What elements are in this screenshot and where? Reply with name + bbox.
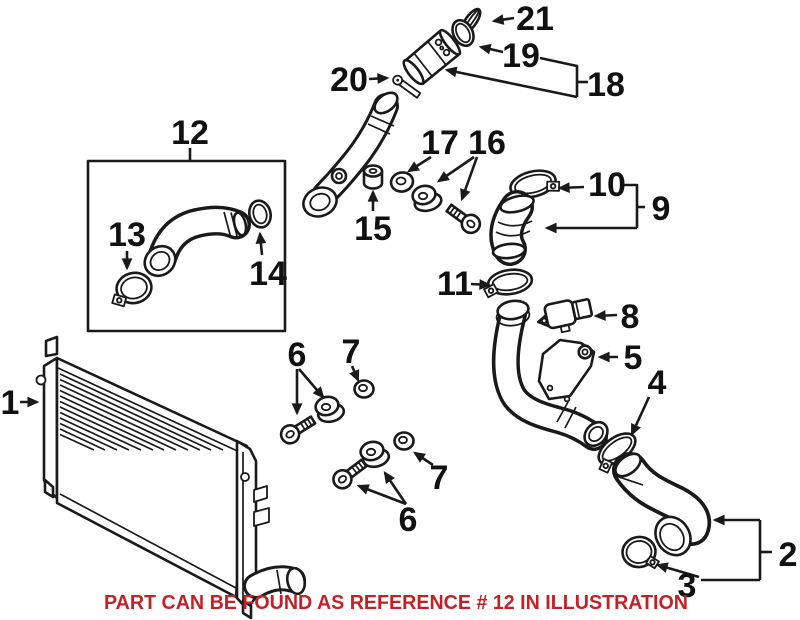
callout-7b-label: 7	[430, 459, 449, 497]
callout-labels: 1 2 3 4 5 6 7 6 7 8 9 10 11 12 13 14 15 …	[1, 0, 798, 605]
upper-charge-pipe	[302, 91, 399, 218]
callout-2-label: 2	[779, 536, 798, 574]
callout-5-label: 5	[624, 339, 643, 377]
part-7-washer-b	[393, 431, 415, 451]
part-16-bolt	[445, 203, 482, 235]
part-9-hose	[489, 190, 535, 266]
part-17-grommet	[389, 171, 415, 193]
part-16-grommet	[411, 184, 443, 213]
callout-17-label: 17	[421, 124, 459, 162]
callout-11-label: 11	[437, 265, 473, 303]
callout-15-label: 15	[354, 210, 392, 248]
callout-20-label: 20	[330, 61, 368, 99]
callout-1-label: 1	[1, 384, 20, 422]
part-12-kit-box	[86, 159, 287, 333]
callout-18-label: 18	[587, 66, 625, 104]
part-10-hose-clamp	[509, 169, 561, 199]
part-20-pin	[392, 74, 422, 99]
callout-7a-label: 7	[342, 333, 361, 371]
callout-3-label: 3	[678, 567, 697, 605]
callout-19-label: 19	[502, 37, 540, 75]
callout-14-label: 14	[249, 255, 287, 293]
callout-6b-label: 6	[399, 501, 418, 539]
part-6-bolt-b	[332, 458, 368, 490]
callout-10-label: 10	[588, 166, 626, 204]
part-8-map-sensor	[536, 298, 594, 334]
part-6-grommet-b	[359, 440, 391, 469]
part-18-coupling	[402, 28, 462, 86]
callout-9-label: 9	[652, 190, 671, 228]
part-5-charge-pipe	[491, 299, 609, 451]
callout-4-label: 4	[648, 364, 667, 402]
leader-lines	[20, 14, 772, 582]
callout-21-label: 21	[516, 0, 554, 38]
part-15-bushing	[362, 164, 384, 190]
callout-6a-label: 6	[288, 336, 307, 374]
callout-12-label: 12	[171, 114, 209, 152]
callout-8-label: 8	[621, 298, 640, 336]
part-6-bolt-a	[279, 415, 317, 445]
part-7-washer-a	[353, 379, 375, 399]
part-19-seal-ring	[451, 18, 475, 48]
callout-16-label: 16	[468, 124, 506, 162]
part-1-intercooler	[35, 335, 307, 620]
part-13-hose-clamp	[111, 271, 153, 308]
part-6-grommet-a	[314, 395, 346, 424]
part-3-hose-clamp	[621, 535, 660, 570]
part-11-hose-clamp	[483, 268, 534, 299]
part-14-seal-ring	[248, 199, 272, 229]
reference-note: PART CAN BE FOUND AS REFERENCE # 12 IN I…	[104, 592, 688, 614]
callout-13-label: 13	[108, 216, 146, 254]
part-2-hose	[612, 452, 712, 557]
